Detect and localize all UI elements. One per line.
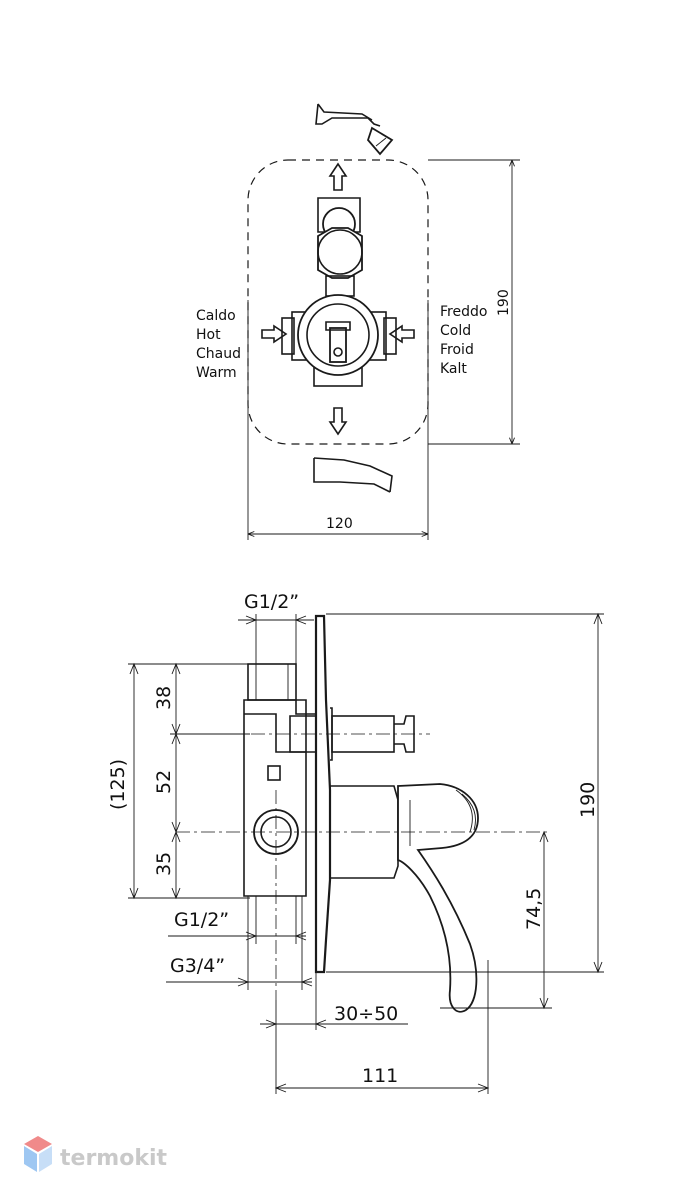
svg-text:190: 190 <box>577 782 599 818</box>
total-depth-dimension: 111 <box>274 960 490 1094</box>
svg-text:Cold: Cold <box>440 323 471 339</box>
svg-text:Warm: Warm <box>196 365 237 381</box>
side-view: G1/2” 38 52 35 (125) <box>107 591 604 1094</box>
shower-head-icon <box>315 103 394 156</box>
plate-height-dimension: 190 <box>326 612 604 974</box>
top-thread-dimension: G1/2” <box>238 591 314 700</box>
valve-body-section <box>243 663 316 904</box>
svg-text:Caldo: Caldo <box>196 308 236 324</box>
outlet-arrow-down-icon <box>328 407 348 436</box>
svg-text:Hot: Hot <box>196 327 221 343</box>
svg-text:Froid: Froid <box>440 342 474 358</box>
svg-text:Kalt: Kalt <box>440 361 467 377</box>
mid-thread-dimension: G1/2” <box>168 896 307 944</box>
svg-text:190: 190 <box>496 289 512 316</box>
svg-text:(125): (125) <box>107 759 129 810</box>
hot-inlet-labels: Caldo Hot Chaud Warm <box>196 308 241 381</box>
cold-inlet-arrow-icon <box>388 324 415 344</box>
termokit-logo: termokit <box>24 1136 167 1172</box>
svg-text:74,5: 74,5 <box>523 888 545 930</box>
mixer-valve-body <box>281 294 397 387</box>
front-view: Caldo Hot Chaud Warm Freddo Cold Froid K… <box>196 103 520 540</box>
hot-inlet-arrow-icon <box>261 324 288 344</box>
svg-text:38: 38 <box>153 686 175 710</box>
svg-text:G3/4”: G3/4” <box>170 955 225 977</box>
svg-text:120: 120 <box>326 516 353 532</box>
bath-spout-icon <box>313 457 393 493</box>
bottom-thread-dimension: G3/4” <box>166 904 313 990</box>
cold-inlet-labels: Freddo Cold Froid Kalt <box>440 304 487 377</box>
svg-text:Freddo: Freddo <box>440 304 487 320</box>
cube-icon <box>24 1136 52 1172</box>
lever-handle <box>329 783 479 1013</box>
svg-text:111: 111 <box>362 1065 398 1087</box>
svg-text:G1/2”: G1/2” <box>244 591 299 613</box>
svg-text:termokit: termokit <box>60 1146 167 1171</box>
wall-depth-dimension: 30÷50 <box>260 972 408 1094</box>
svg-text:52: 52 <box>153 770 175 794</box>
outlet-arrow-up-icon <box>328 162 348 191</box>
height-dimension: 190 <box>428 159 520 445</box>
left-vertical-dimensions: 38 52 35 (125) <box>107 662 250 900</box>
diverter-body <box>317 197 363 297</box>
svg-text:G1/2”: G1/2” <box>174 909 229 931</box>
plate-outline <box>247 159 429 445</box>
svg-text:Chaud: Chaud <box>196 346 241 362</box>
handle-drop-dimension: 74,5 <box>440 830 552 1010</box>
cover-plate <box>314 614 332 974</box>
svg-text:30÷50: 30÷50 <box>334 1003 398 1025</box>
width-dimension: 120 <box>247 300 429 540</box>
svg-text:35: 35 <box>153 852 175 876</box>
